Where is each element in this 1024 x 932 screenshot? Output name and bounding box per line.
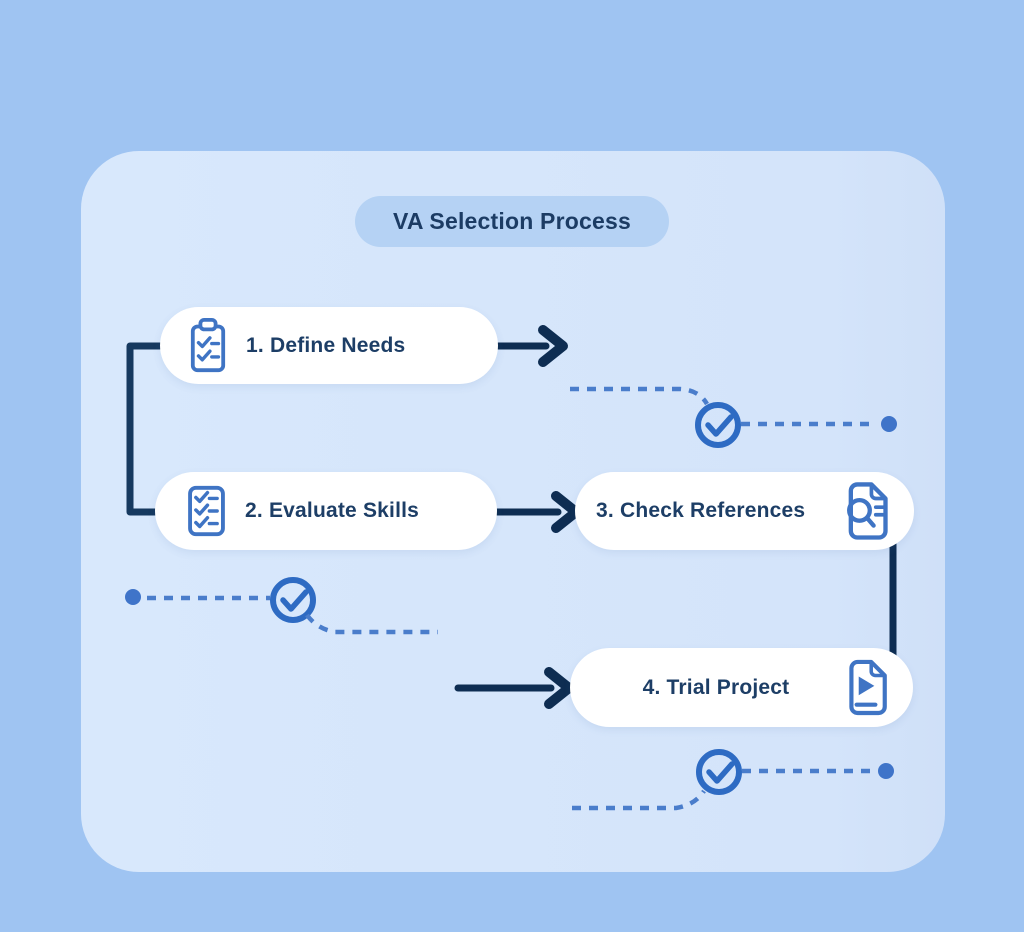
step-label: 4. Trial Project bbox=[642, 675, 790, 699]
step-label: 3. Check References bbox=[596, 499, 806, 522]
diagram-title-pill: VA Selection Process bbox=[355, 196, 669, 247]
checklist-icon bbox=[183, 482, 230, 540]
document-search-icon bbox=[840, 480, 892, 543]
clipboard-check-icon bbox=[185, 317, 231, 374]
document-play-icon bbox=[841, 657, 891, 719]
step-label: 1. Define Needs bbox=[246, 333, 406, 357]
step-evaluate-skills: 2. Evaluate Skills bbox=[155, 472, 497, 550]
step-label: 2. Evaluate Skills bbox=[245, 499, 420, 522]
step-trial-project: 4. Trial Project bbox=[570, 648, 913, 727]
diagram-title: VA Selection Process bbox=[393, 208, 631, 234]
step-define-needs: 1. Define Needs bbox=[160, 307, 498, 384]
step-check-references: 3. Check References bbox=[575, 472, 914, 550]
